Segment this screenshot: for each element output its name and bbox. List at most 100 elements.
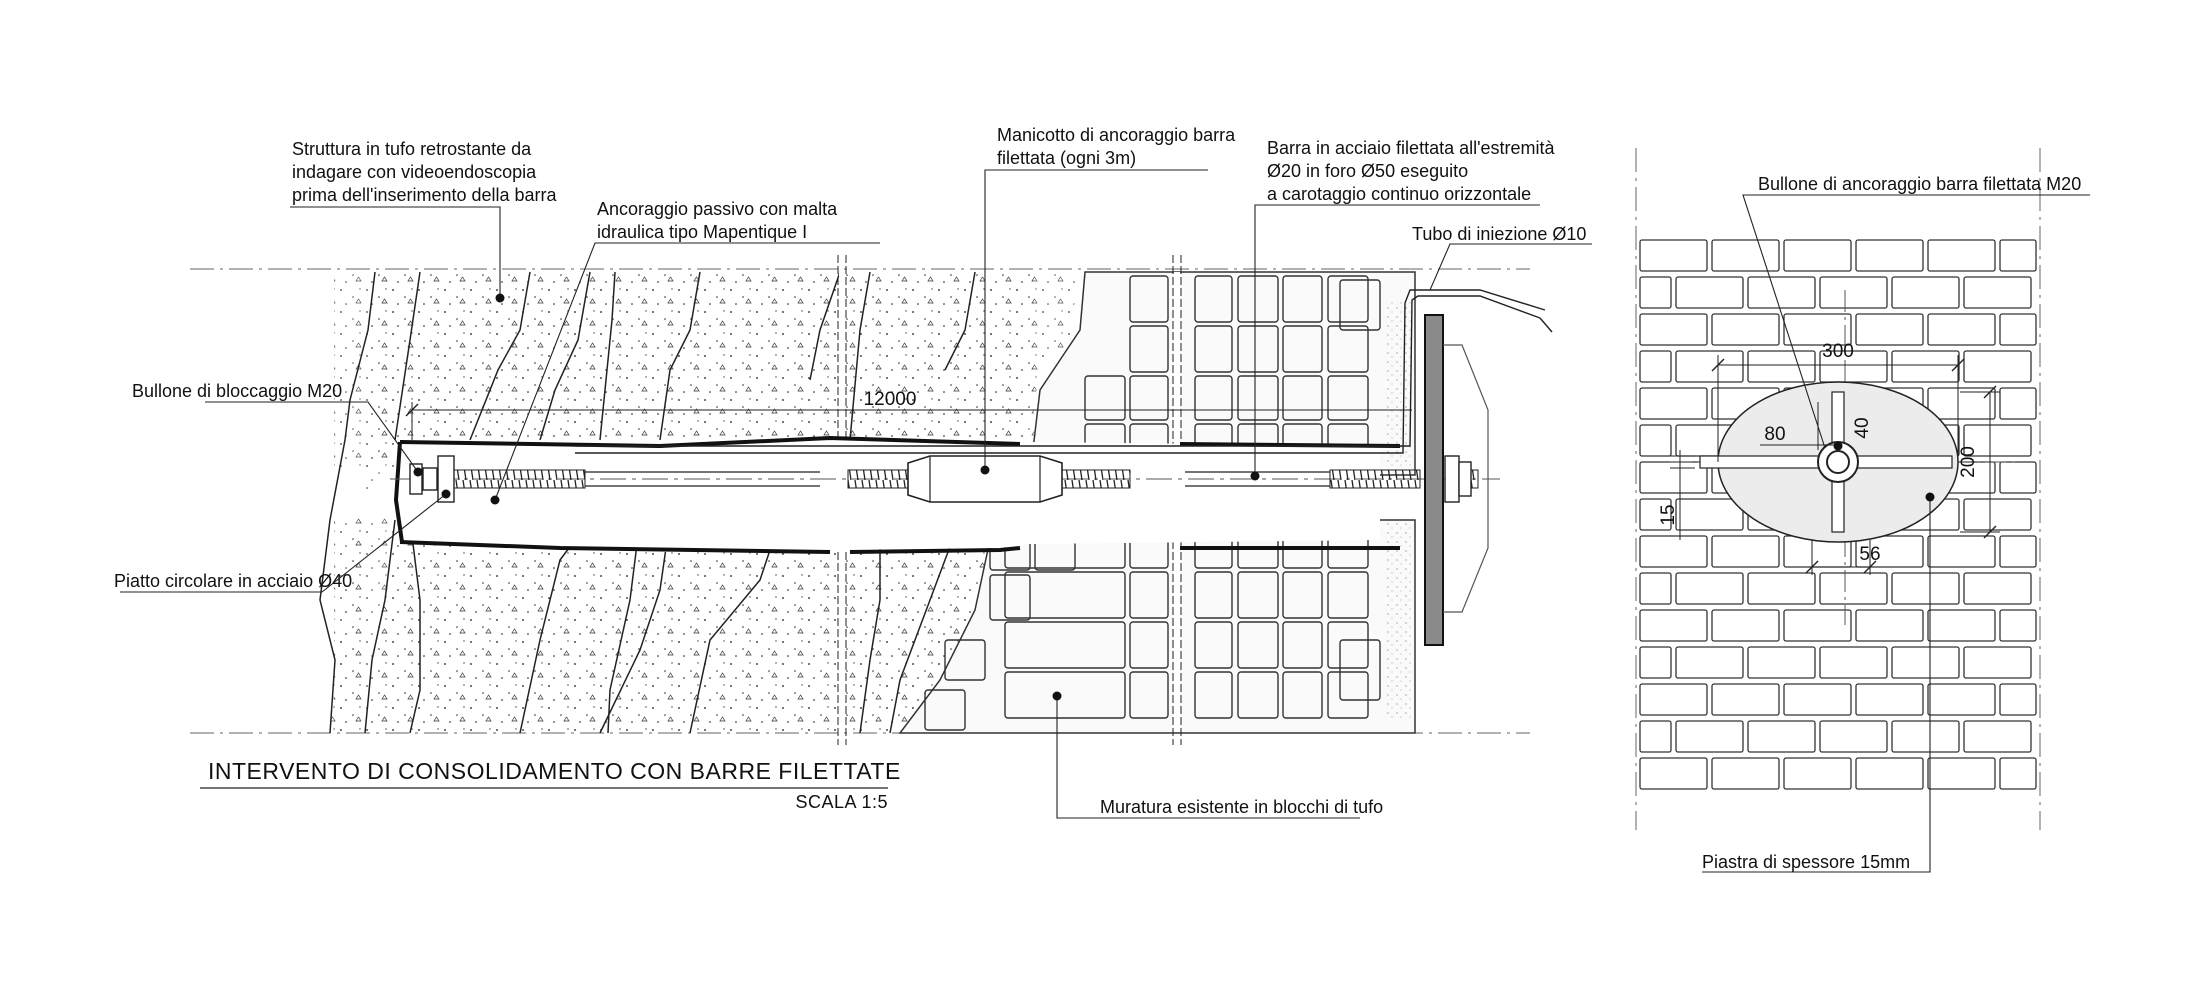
tufo-block xyxy=(1237,325,1279,373)
elevation-brick xyxy=(1747,720,1816,753)
bore-hole-fill xyxy=(400,440,1380,552)
injection-tube xyxy=(575,295,1541,447)
tufo-block xyxy=(1339,639,1381,701)
elevation-brick xyxy=(1999,683,2037,716)
label-ancoraggio-line-2: idraulica tipo Mapentique I xyxy=(597,222,807,242)
elevation-brick xyxy=(1891,572,1960,605)
elevation-brick xyxy=(1927,757,1996,790)
elevation-brick xyxy=(1783,757,1852,790)
elevation-brick xyxy=(1963,572,2032,605)
elevation-brick xyxy=(1891,720,1960,753)
tufo-block xyxy=(1282,621,1323,669)
tufo-block xyxy=(1327,621,1369,669)
elevation-brick xyxy=(1783,239,1852,272)
dimension-200: 200 xyxy=(1958,446,1979,478)
elevation-brick xyxy=(1999,313,2037,346)
elevation-brick xyxy=(1927,683,1996,716)
tufo-block xyxy=(1237,671,1279,719)
tufo-block xyxy=(1084,375,1126,421)
tufo-block xyxy=(1129,325,1169,373)
elevation-brick xyxy=(1747,350,1816,383)
elevation-brick xyxy=(1783,313,1852,346)
bore-hole-end xyxy=(393,441,404,543)
tufo-block xyxy=(1327,275,1369,323)
leader-dot-bullone xyxy=(1833,441,1843,451)
tufo-block xyxy=(1237,571,1279,619)
elevation-brick xyxy=(1639,424,1672,457)
elevation-brick xyxy=(1675,350,1744,383)
elevation-brick xyxy=(1855,757,1924,790)
tufo-block xyxy=(1327,571,1369,619)
tufo-block xyxy=(1004,571,1126,619)
elevation-brick xyxy=(1819,572,1888,605)
elevation-brick xyxy=(1855,683,1924,716)
elevation-brick xyxy=(1675,572,1744,605)
label-bullone-ancoraggio: Bullone di ancoraggio barra filettata M2… xyxy=(1758,174,2081,194)
tufo-block xyxy=(1194,621,1233,669)
elevation-brick xyxy=(1819,720,1888,753)
elevation-brick xyxy=(1963,276,2032,309)
length-dimension-value: 12000 xyxy=(864,389,917,410)
tufo-block xyxy=(1282,325,1323,373)
elevation-brick xyxy=(1855,313,1924,346)
elevation-brick xyxy=(1639,683,1708,716)
callout-manicotto: Manicotto di ancoraggio barra filettata … xyxy=(997,125,1236,168)
elevation-brick xyxy=(1999,535,2037,568)
tufo-block xyxy=(1282,671,1323,719)
elevation-brick xyxy=(1711,609,1780,642)
elevation-brick xyxy=(1639,572,1672,605)
dimension-300: 300 xyxy=(1822,341,1854,362)
tufo-block xyxy=(1194,275,1233,323)
elevation-brick xyxy=(1891,646,1960,679)
drawing-title: INTERVENTO DI CONSOLIDAMENTO CON BARRE F… xyxy=(208,758,901,784)
plate-profile-outline xyxy=(1443,344,1489,613)
elevation-dimension-lines xyxy=(1670,355,2000,575)
injection-tube-end xyxy=(1539,317,1553,333)
label-piastra: Piastra di spessore 15mm xyxy=(1702,852,1910,872)
elevation-brick xyxy=(1855,535,1924,568)
elevation-brick xyxy=(1639,609,1708,642)
elevation-brick xyxy=(1711,757,1780,790)
elevation-brick xyxy=(1639,313,1708,346)
label-barra-line-3: a carotaggio continuo orizzontale xyxy=(1267,184,1531,204)
tufo-block xyxy=(1327,671,1369,719)
elevation-brick xyxy=(1891,350,1960,383)
elevation-brick xyxy=(1999,387,2037,420)
tufo-block xyxy=(1129,375,1169,421)
tufo-block xyxy=(1194,571,1233,619)
elevation-brick xyxy=(1639,498,1672,531)
elevation-brick xyxy=(1747,572,1816,605)
tufo-block xyxy=(1194,325,1233,373)
leader-lines xyxy=(120,169,1592,819)
elevation-brick xyxy=(1927,387,1996,420)
tufo-block xyxy=(1327,325,1369,373)
elevation-brick xyxy=(1999,239,2037,272)
elevation-brick xyxy=(1675,646,1744,679)
label-tufo-line-1: Struttura in tufo retrostante da xyxy=(292,139,532,159)
callout-tufo-retro: Struttura in tufo retrostante da indagar… xyxy=(292,139,558,205)
label-barra-line-1: Barra in acciaio filettata all'estremità xyxy=(1267,138,1556,158)
label-piatto-circolare: Piatto circolare in acciaio Ø40 xyxy=(114,571,352,591)
drawing-scale: SCALA 1:5 xyxy=(795,792,888,812)
elevation-brick xyxy=(1711,683,1780,716)
anchor-bolt-inner xyxy=(1826,450,1850,474)
elevation-brick xyxy=(1639,535,1708,568)
label-ancoraggio-line-1: Ancoraggio passivo con malta xyxy=(597,199,838,219)
elevation-brick xyxy=(1747,276,1816,309)
elevation-brick xyxy=(1927,239,1996,272)
elevation-brick xyxy=(1639,276,1672,309)
coupler-sleeve xyxy=(907,455,1063,503)
elevation-brick xyxy=(1675,720,1744,753)
label-tufo-line-2: indagare con videoendoscopia xyxy=(292,162,537,182)
callout-barra: Barra in acciaio filettata all'estremità… xyxy=(1267,138,1556,204)
tufo-block xyxy=(1129,275,1169,323)
elevation-brick xyxy=(1927,313,1996,346)
elevation-brick xyxy=(1639,387,1708,420)
tufo-block xyxy=(944,639,986,681)
leader-bullone-ancoraggio xyxy=(1742,194,2090,449)
tufo-block xyxy=(1282,275,1323,323)
injection-tube-inner xyxy=(575,289,1546,454)
elevation-brick xyxy=(1783,683,1852,716)
tufo-block xyxy=(1194,375,1233,421)
